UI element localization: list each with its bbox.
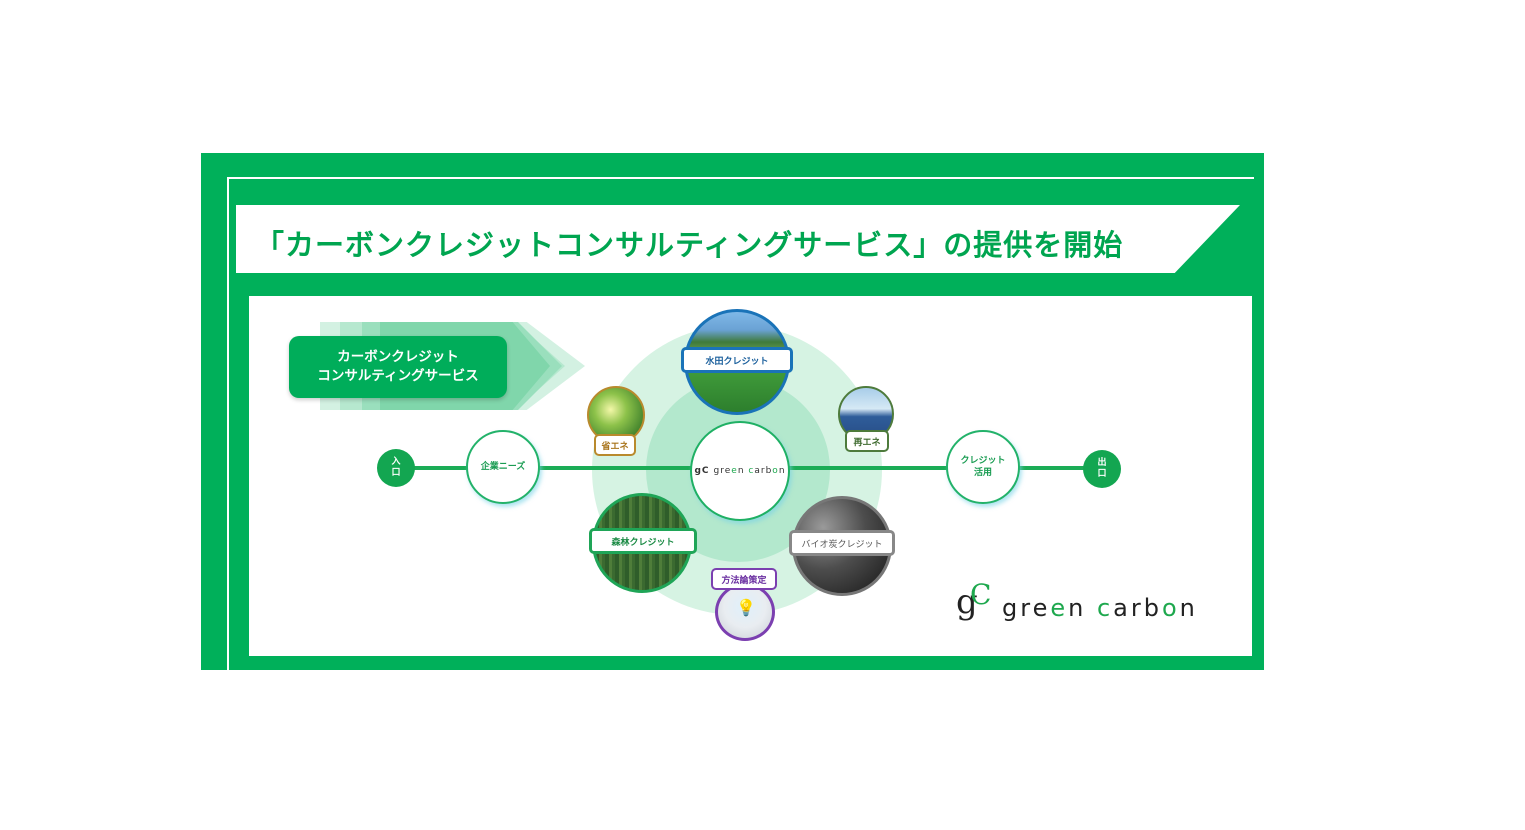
frame-inner-line-vertical <box>227 177 229 670</box>
logo-mark-icon: g C <box>956 578 992 622</box>
service-label-line1: カーボンクレジット <box>337 349 459 365</box>
methodology-label: 方法論策定 <box>711 568 777 590</box>
center-logo-text: green carbon <box>713 466 786 476</box>
entry-label-1: 入 <box>391 457 401 467</box>
exit-node: 出 口 <box>1083 450 1121 488</box>
title-band <box>236 205 1240 273</box>
usage-label-2: 活用 <box>973 468 992 478</box>
renewable-energy-label: 再エネ <box>845 430 889 452</box>
entry-label-2: 口 <box>391 468 401 478</box>
rice-credit-label: 水田クレジット <box>681 347 793 373</box>
service-label-line2: コンサルティングサービス <box>317 368 479 384</box>
energy-saving-label: 省エネ <box>594 434 636 456</box>
service-label-box: カーボンクレジット コンサルティングサービス <box>289 336 507 398</box>
center-logo-node: gC green carbon <box>690 421 790 521</box>
frame-right-bar <box>1252 183 1264 670</box>
forest-credit-label: 森林クレジット <box>589 528 697 554</box>
frame-notch <box>1130 273 1190 296</box>
center-logo-mark: gC <box>694 466 710 476</box>
frame-inner-line-horizontal <box>227 177 1254 179</box>
exit-label-1: 出 <box>1097 458 1107 468</box>
usage-label-1: クレジット <box>960 456 1006 466</box>
usage-node: クレジット 活用 <box>946 430 1020 504</box>
needs-label: 企業ニーズ <box>480 462 526 472</box>
lightbulb-icon: 💡 <box>736 598 756 617</box>
biochar-credit-label: バイオ炭クレジット <box>789 530 895 556</box>
entry-node: 入 口 <box>377 449 415 487</box>
green-carbon-logo: g C green carbon <box>956 578 1198 628</box>
logo-wordmark: green carbon <box>1002 594 1198 622</box>
page-title: 「カーボンクレジットコンサルティングサービス」の提供を開始 <box>255 228 1124 262</box>
exit-label-2: 口 <box>1097 469 1107 479</box>
needs-node: 企業ニーズ <box>466 430 540 504</box>
